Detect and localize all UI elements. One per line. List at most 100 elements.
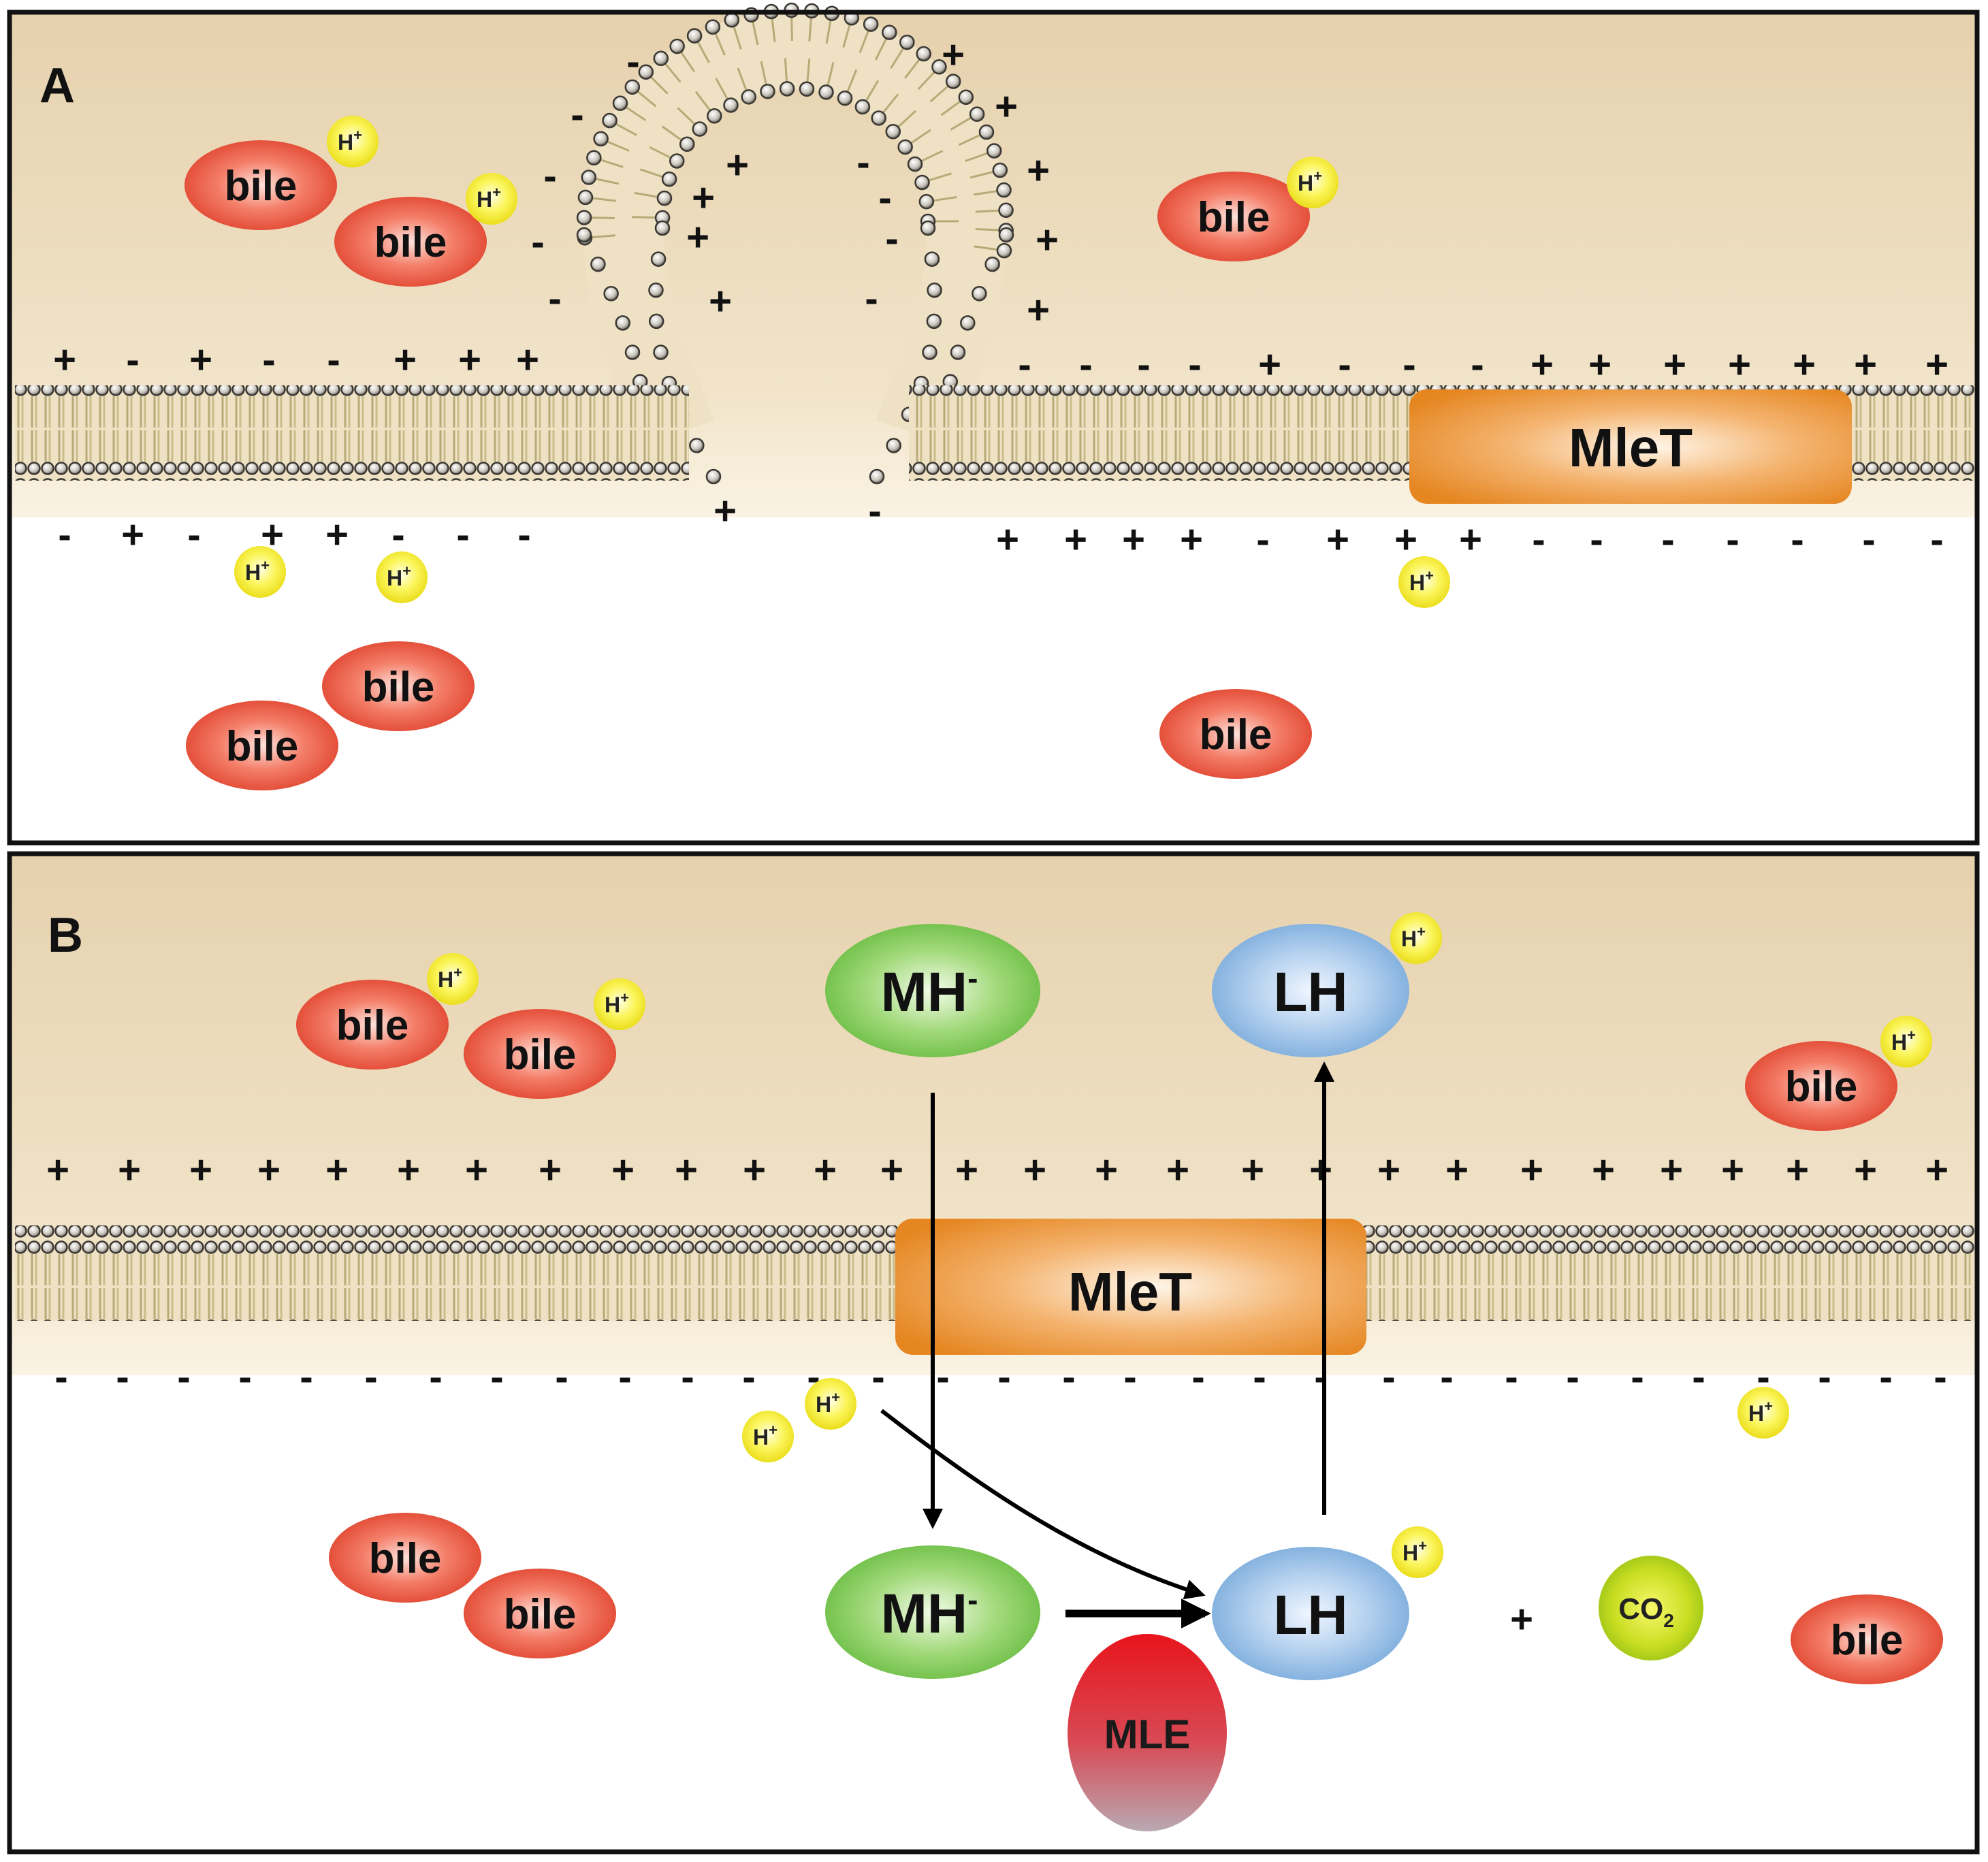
co2-molecule: CO2	[1599, 1556, 1703, 1660]
negative-charge: -	[177, 1355, 190, 1399]
lipid-head	[986, 143, 1002, 159]
negative-charge: -	[1818, 1355, 1831, 1399]
negative-charge: -	[626, 39, 639, 84]
negative-charge: -	[517, 513, 530, 557]
bile-molecule: bile	[296, 980, 449, 1070]
lipid-head	[602, 112, 618, 129]
bile-label: bile	[1200, 711, 1272, 758]
positive-charge: +	[1660, 1148, 1683, 1192]
svg-text:H+: H+	[338, 127, 362, 155]
proton-label: H	[245, 560, 261, 585]
proton-label: H	[477, 187, 492, 212]
proton: H+	[1390, 912, 1442, 964]
negative-charge: -	[1471, 342, 1484, 387]
positive-charge: +	[257, 1148, 280, 1192]
lipid-head	[918, 193, 935, 210]
lactate-outside: LH	[1212, 924, 1409, 1057]
bile-molecule: bile	[334, 197, 487, 287]
negative-charge: -	[1440, 1355, 1453, 1399]
lipid-head	[593, 131, 609, 147]
lipid-head	[996, 182, 1012, 198]
proton-label: H	[753, 1425, 769, 1449]
positive-charge: +	[942, 33, 965, 77]
positive-charge: +	[189, 1148, 212, 1192]
proton-label: H	[1401, 927, 1417, 951]
proton-label: H	[1298, 171, 1313, 195]
svg-text:H+: H+	[1891, 1027, 1916, 1055]
lipid-head	[624, 344, 641, 360]
proton: H+	[1287, 157, 1338, 208]
lipid-head	[648, 283, 664, 298]
positive-charge: +	[1258, 342, 1281, 387]
positive-charge: +	[709, 279, 732, 323]
negative-charge: -	[1191, 1355, 1204, 1399]
co2-subscript: 2	[1663, 1610, 1674, 1631]
positive-charge: +	[1728, 342, 1751, 387]
lipid-head	[818, 84, 834, 100]
proton-charge: +	[261, 557, 270, 574]
negative-charge: -	[543, 154, 556, 198]
bile-molecule: bile	[1791, 1594, 1943, 1684]
negative-charge: -	[871, 1355, 884, 1399]
positive-charge: +	[465, 1148, 488, 1192]
lipid-head	[984, 256, 1000, 272]
positive-charge: +	[995, 84, 1018, 129]
lipid-head	[603, 286, 619, 302]
negative-charge: -	[1253, 1355, 1266, 1399]
positive-charge: +	[458, 338, 481, 382]
negative-charge: -	[1338, 342, 1351, 387]
proton: H+	[427, 953, 479, 1005]
bile-molecule: bile	[186, 701, 338, 790]
lipid-head	[992, 162, 1008, 178]
lipid-head	[958, 89, 974, 106]
lipid-head	[907, 156, 923, 172]
proton-charge: +	[1313, 167, 1322, 184]
negative-charge: -	[1934, 1355, 1946, 1399]
negative-charge: -	[1930, 517, 1943, 562]
positive-charge: +	[118, 1148, 141, 1192]
positive-charge: +	[1241, 1148, 1264, 1192]
lipid-head	[799, 81, 815, 97]
lipid-head	[972, 286, 987, 302]
negative-charge: -	[555, 1355, 568, 1399]
positive-charge: +	[1854, 342, 1877, 387]
panel-label-a: A	[39, 59, 75, 113]
positive-charge: +	[1854, 1148, 1877, 1192]
co2-label: CO	[1618, 1592, 1663, 1626]
negative-charge: -	[1532, 517, 1545, 562]
svg-text:H+: H+	[753, 1422, 777, 1449]
lipid-head	[576, 210, 592, 225]
negative-charge: -	[1566, 1355, 1579, 1399]
proton-charge: +	[831, 1389, 840, 1406]
bile-label: bile	[226, 723, 299, 770]
positive-charge: +	[325, 513, 349, 557]
lipid-head	[760, 84, 775, 99]
positive-charge: +	[686, 215, 709, 259]
positive-charge: +	[1588, 342, 1612, 387]
bile-label: bile	[362, 664, 435, 711]
lipid-head	[998, 227, 1014, 243]
lipid-head	[978, 124, 995, 140]
positive-charge: +	[397, 1148, 420, 1192]
lipid-head	[686, 28, 703, 44]
bile-label: bile	[1198, 194, 1270, 241]
lipid-head	[998, 202, 1014, 219]
positive-charge: +	[814, 1148, 837, 1192]
lipid-head	[950, 344, 966, 360]
proton: H+	[466, 173, 517, 225]
malate-inside: MH-	[825, 1545, 1040, 1679]
bile-label: bile	[1831, 1617, 1904, 1664]
panel-a-border	[7, 10, 1980, 846]
proton-charge: +	[1417, 923, 1426, 940]
positive-charge: +	[1663, 342, 1686, 387]
positive-charge: +	[1309, 1148, 1332, 1192]
bile-molecule: bile	[1159, 689, 1312, 779]
positive-charge: +	[1925, 1148, 1949, 1192]
positive-charge: +	[1530, 342, 1554, 387]
proton-label: H	[1891, 1030, 1907, 1055]
negative-charge: -	[997, 1355, 1010, 1399]
positive-charge: +	[1027, 148, 1050, 193]
proton-charge: +	[1764, 1398, 1773, 1415]
lipid-head	[653, 50, 669, 67]
